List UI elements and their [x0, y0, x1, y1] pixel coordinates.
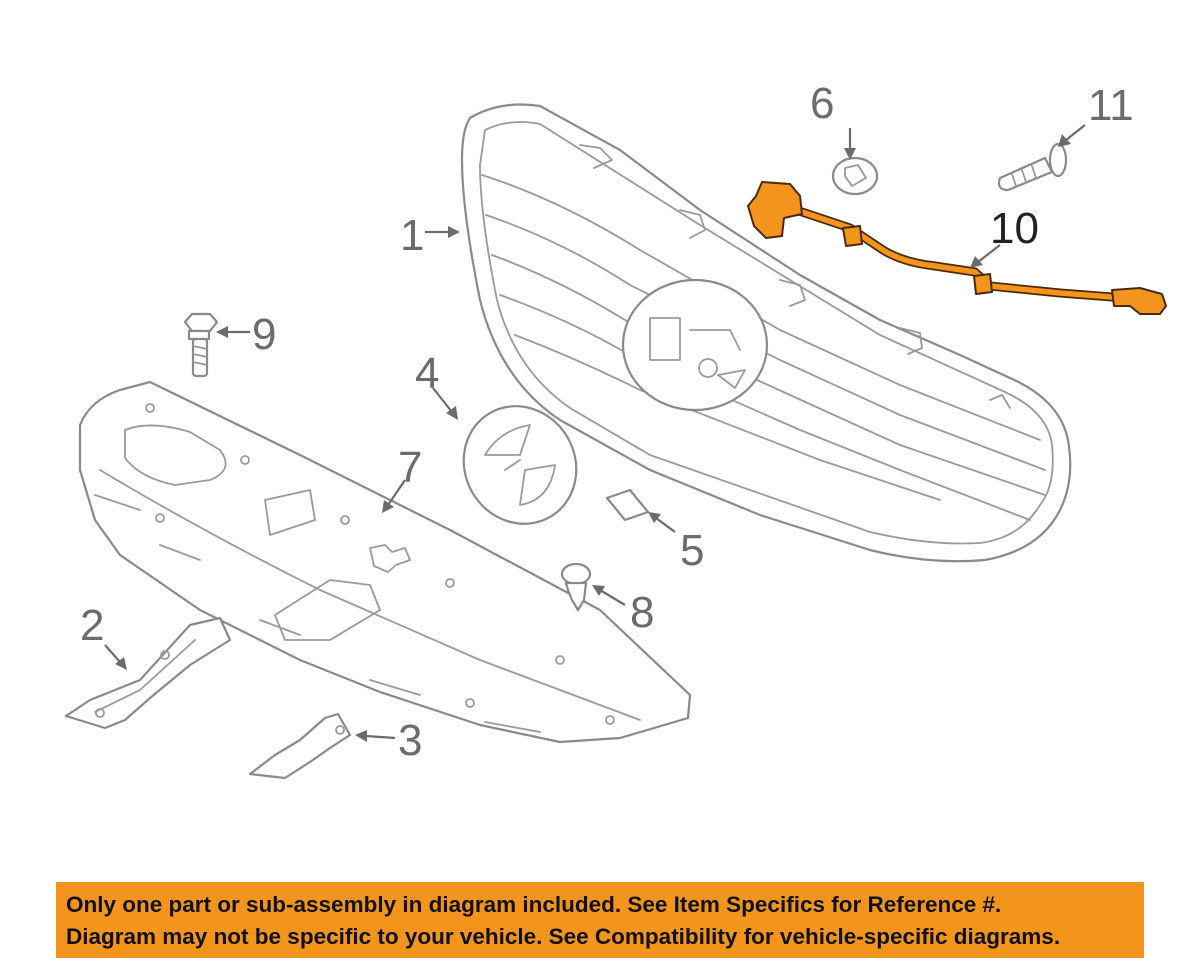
part-3-bracket	[248, 712, 352, 780]
callout-11: 11	[1088, 81, 1134, 130]
part-7-radiator-cover	[78, 380, 692, 744]
callout-1: 1	[400, 211, 424, 260]
callout-10: 10	[990, 204, 1039, 253]
part-2-bracket	[64, 616, 232, 730]
parts-diagram: 1 6 11 10 9 4 7 5 8 2 3	[64, 79, 1167, 780]
part-11-screw	[997, 142, 1068, 192]
part-6-clip	[831, 156, 879, 196]
part-9-bolt	[183, 312, 219, 378]
notice-banner: Only one part or sub-assembly in diagram…	[56, 882, 1144, 958]
callout-5: 5	[680, 526, 704, 575]
part-10-wiring-harness	[747, 181, 1167, 315]
callout-4: 4	[415, 349, 439, 398]
callout-9: 9	[252, 310, 276, 359]
callout-7: 7	[398, 443, 422, 492]
callout-2: 2	[80, 601, 104, 650]
part-4-emblem	[462, 405, 578, 525]
notice-line-2: Diagram may not be specific to your vehi…	[66, 924, 1061, 949]
callout-3: 3	[398, 716, 422, 765]
part-5-tape	[605, 488, 650, 522]
part-1-grille	[460, 103, 1072, 563]
leader-lines	[104, 124, 1086, 742]
notice-line-1: Only one part or sub-assembly in diagram…	[66, 892, 1002, 917]
callout-8: 8	[630, 588, 654, 637]
callout-6: 6	[810, 79, 834, 128]
part-8-push-clip	[560, 562, 592, 612]
